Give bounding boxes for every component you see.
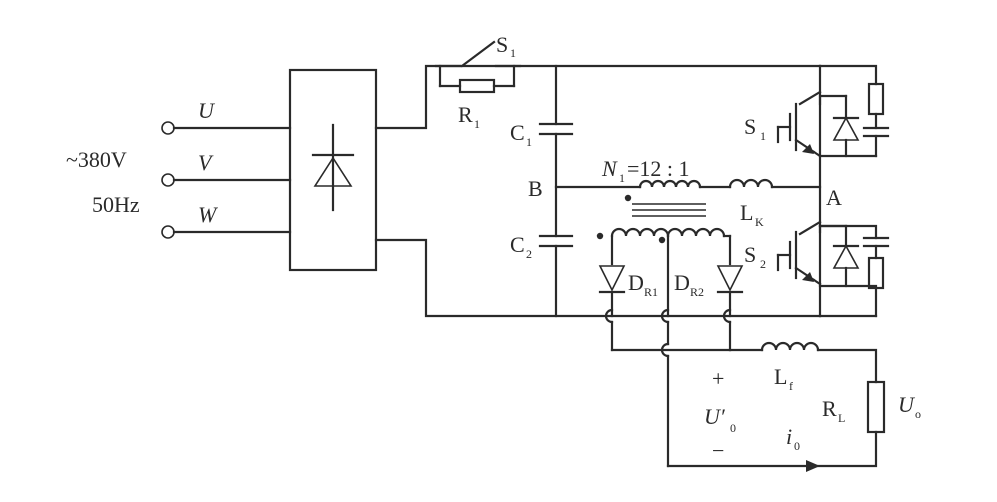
label-lf-sub: f <box>789 379 793 393</box>
label-transformer-n-sub: 1 <box>619 171 625 185</box>
dot-secondary-2 <box>658 236 666 244</box>
s2-freewheel-diode <box>832 244 860 269</box>
terminal-v <box>161 173 175 187</box>
transformer-core <box>632 203 706 217</box>
label-node-b: B <box>528 176 543 201</box>
current-arrow-icon <box>806 460 820 472</box>
label-rl: R <box>822 396 837 421</box>
crossover-hops <box>604 308 732 468</box>
label-transformer-n: N <box>601 156 618 181</box>
s1-snubber <box>818 64 890 158</box>
igbt-s2-arrow-icon <box>802 272 814 282</box>
label-u: U <box>198 98 216 123</box>
s1-freewheel-diode <box>832 116 860 141</box>
label-rl-sub: L <box>838 411 845 425</box>
label-s1-sub: 1 <box>760 129 766 143</box>
label-s2: S <box>744 242 756 267</box>
output-bottom-wire <box>666 430 878 468</box>
inductor-lk <box>728 178 774 189</box>
label-transformer-ratio: =12 : 1 <box>627 156 690 181</box>
label-minus: − <box>712 438 724 463</box>
label-plus: + <box>712 366 724 391</box>
label-s2-sub: 2 <box>760 257 766 271</box>
label-switch-s-sub: 1 <box>510 46 516 60</box>
label-dr2-sub: R2 <box>690 285 704 299</box>
label-s1: S <box>744 114 756 139</box>
bridge-rectifier <box>288 68 378 272</box>
igbt-s2 <box>776 220 878 288</box>
dot-secondary-1 <box>596 232 604 240</box>
capacitor-divider <box>538 64 574 318</box>
inductor-lf <box>760 341 820 352</box>
s2-snubber-resistor <box>867 256 885 290</box>
label-v: V <box>198 150 214 175</box>
load-resistor-rl <box>866 380 886 434</box>
label-switch-s: S <box>496 32 508 57</box>
label-c2-sub: 2 <box>526 247 532 261</box>
label-c1: C <box>510 120 525 145</box>
transformer-primary <box>638 179 702 189</box>
label-lf: L <box>774 364 787 389</box>
diode-dr2 <box>716 265 744 318</box>
terminal-u <box>161 121 175 135</box>
label-frequency: 50Hz <box>92 192 140 217</box>
label-voltage: ~380V <box>66 147 127 172</box>
label-lk-sub: K <box>755 215 764 229</box>
dc-negative-rail <box>374 238 822 318</box>
igbt-s1-arrow-icon <box>802 144 814 154</box>
label-uo: U <box>898 392 916 417</box>
label-c1-sub: 1 <box>526 135 532 149</box>
output-top-wire <box>816 348 878 384</box>
label-node-a: A <box>826 185 842 210</box>
igbt-s1 <box>776 90 878 158</box>
dc-positive-rail <box>374 64 822 130</box>
diode-dr1 <box>598 265 626 318</box>
resistor-r1 <box>458 78 496 94</box>
label-i0: i <box>786 424 792 449</box>
label-w: W <box>198 202 218 227</box>
label-r1: R <box>458 102 473 127</box>
soft-start-switch <box>434 40 522 94</box>
three-phase-input <box>161 121 292 239</box>
label-uo-sub: o <box>915 407 921 421</box>
label-lk: L <box>740 200 753 225</box>
label-dr1-sub: R1 <box>644 285 658 299</box>
s2-snubber <box>818 224 890 318</box>
terminal-w <box>161 225 175 239</box>
label-dr1: D <box>628 270 644 295</box>
transformer-secondary <box>610 227 732 318</box>
dot-primary <box>624 194 632 202</box>
label-u0-prime-sub: 0 <box>730 421 736 435</box>
label-u0-prime: U′ <box>704 404 726 429</box>
label-r1-sub: 1 <box>474 117 480 131</box>
label-i0-sub: 0 <box>794 439 800 453</box>
s1-snubber-resistor <box>867 82 885 116</box>
label-c2: C <box>510 232 525 257</box>
label-dr2: D <box>674 270 690 295</box>
